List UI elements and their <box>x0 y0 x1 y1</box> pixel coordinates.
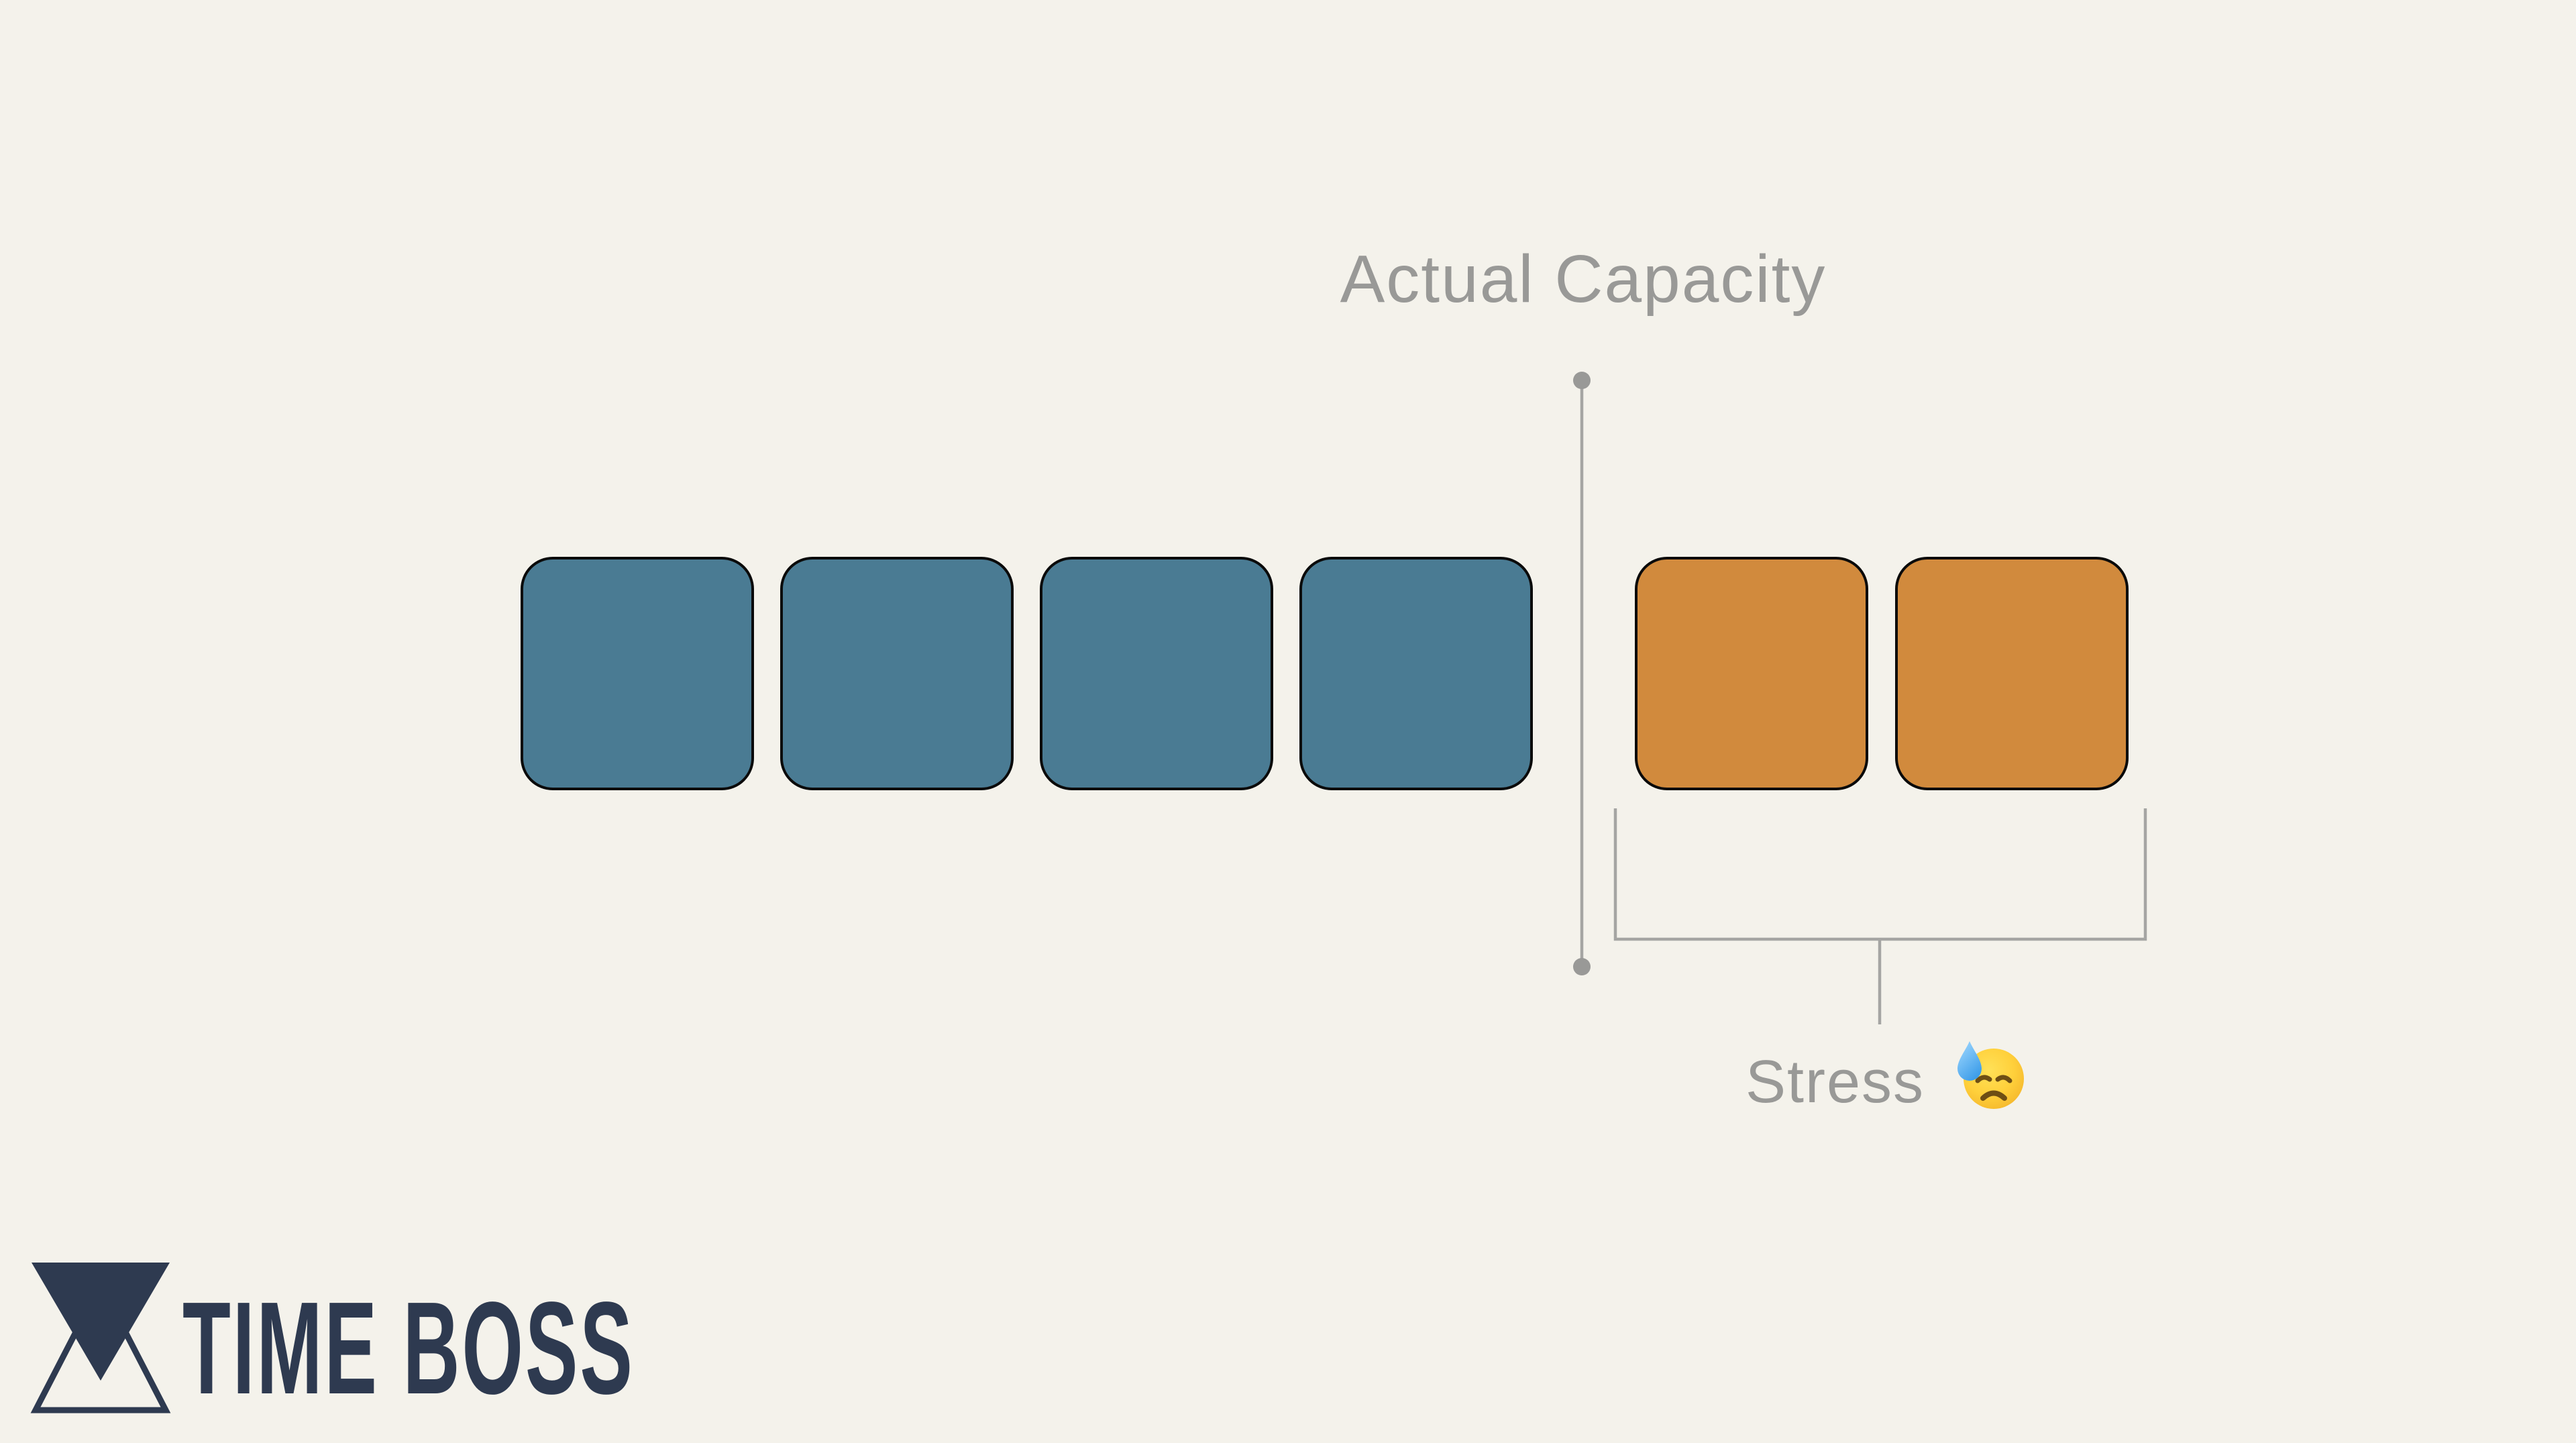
actual-capacity-label: Actual Capacity <box>1340 242 1827 317</box>
emoji-right-eye <box>1995 1075 2012 1083</box>
capacity-block <box>1299 557 1533 790</box>
stress-block <box>1635 557 1868 790</box>
capacity-block <box>1040 557 1273 790</box>
divider-bottom-dot <box>1573 958 1591 975</box>
overflow-blocks-row <box>1635 557 2129 790</box>
emoji-sweat-drop <box>1957 1041 1982 1081</box>
hourglass-top-fill <box>32 1263 170 1381</box>
hourglass-icon <box>30 1263 171 1413</box>
capacity-blocks-row <box>521 557 1533 790</box>
divider-top-dot <box>1573 372 1591 389</box>
emoji-frown-mouth <box>1980 1090 2007 1101</box>
downcast-sweat-emoji-icon <box>1957 1041 2024 1109</box>
stress-block <box>1895 557 2129 790</box>
capacity-block <box>521 557 754 790</box>
stress-label: Stress <box>1746 1049 1925 1116</box>
emoji-left-eye <box>1975 1075 1992 1083</box>
stress-bracket <box>1613 808 2147 1024</box>
brand-name: TIME BOSS <box>182 1275 635 1422</box>
capacity-divider-line <box>1573 372 1591 975</box>
hourglass-bottom-outline <box>30 1277 171 1413</box>
capacity-block <box>780 557 1014 790</box>
